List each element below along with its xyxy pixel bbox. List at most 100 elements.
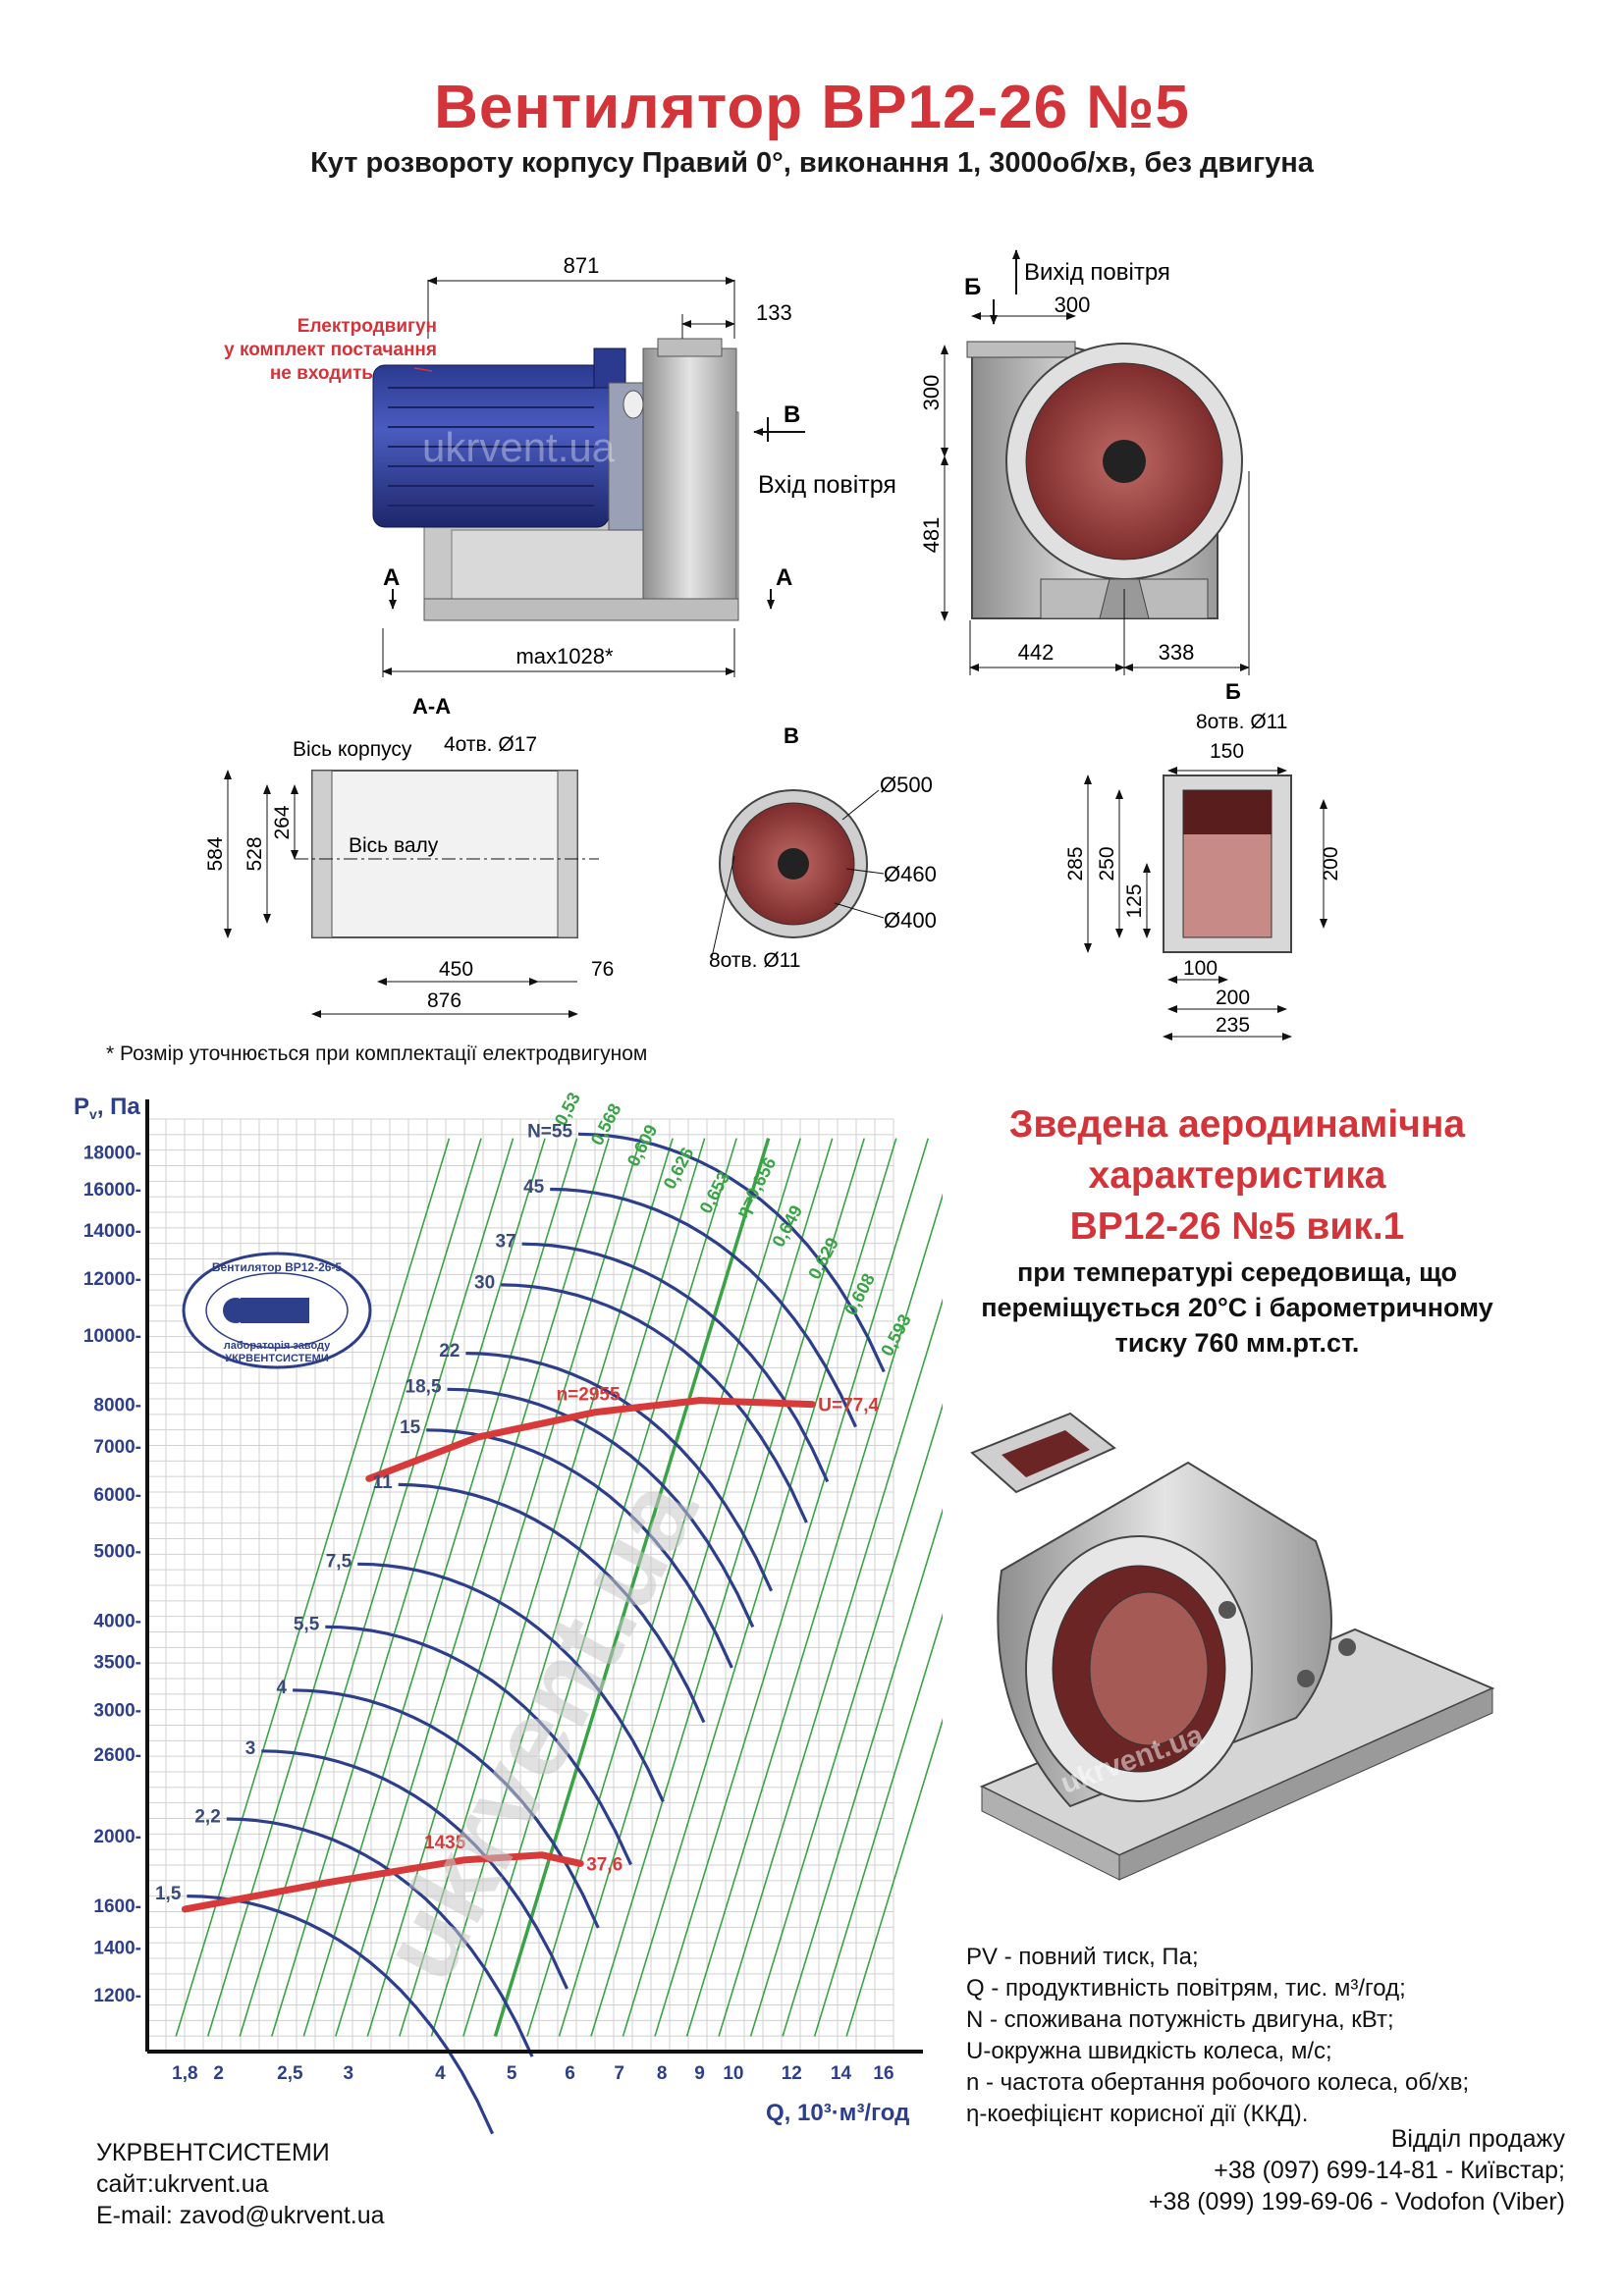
holes-v-label: 8отв. Ø11 xyxy=(709,949,800,972)
y-axis-label: Pv, Па xyxy=(74,1094,140,1122)
efficiency-label: 0,626 xyxy=(660,1144,698,1192)
speed-label-u: U=77,4 xyxy=(818,1396,879,1416)
company-name: УКРВЕНТСИСТЕМИ xyxy=(96,2139,330,2166)
efficiency-line xyxy=(718,1298,943,2037)
company-site[interactable]: сайт:ukrvent.ua xyxy=(96,2170,269,2198)
section-b: Б 8отв. Ø11 150 285 250 125 200 100 200 … xyxy=(1064,679,1342,1041)
sales-phone-2[interactable]: +38 (099) 199-69-06 - Vodofon (Viber) xyxy=(1148,2188,1565,2216)
power-label: 11 xyxy=(373,1472,394,1493)
x-tick-label: 1,8 xyxy=(172,2063,197,2084)
efficiency-line xyxy=(749,1403,943,2037)
power-curve xyxy=(550,1187,857,1428)
power-curve xyxy=(398,1482,706,1724)
y-tick-label: 18000- xyxy=(83,1143,141,1163)
aero-subtitle: при температурі середовища, що переміщує… xyxy=(913,1255,1561,1361)
power-curve xyxy=(501,1283,808,1523)
y-tick-label: 4000- xyxy=(93,1611,141,1631)
efficiency-line xyxy=(685,1193,943,2037)
sales-title: Відділ продажу xyxy=(1390,2125,1565,2153)
y-tick-label: 8000- xyxy=(93,1396,141,1416)
x-tick-label: 2 xyxy=(213,2063,224,2084)
aero-chart: 1200-1400-1600-2000-2600-3000-3500-4000-… xyxy=(74,1090,943,2135)
dim-150: 150 xyxy=(1210,740,1244,763)
axis-body-label: Вісь корпусу xyxy=(293,738,412,761)
dim-76: 76 xyxy=(591,958,614,981)
x-axis-label: Q, 10³·м³/год xyxy=(766,2100,909,2126)
aero-title: Зведена аеродинамічна характеристика ВР1… xyxy=(913,1099,1561,1253)
x-tick-label: 3 xyxy=(343,2063,353,2084)
y-tick-label: 16000- xyxy=(83,1180,141,1201)
power-curve xyxy=(577,1132,886,1373)
power-label: 1,5 xyxy=(155,1884,182,1904)
page-title: Вентилятор ВР12-26 №5 xyxy=(434,74,1190,141)
motor-note-3: не входить xyxy=(270,363,373,384)
dim-528: 528 xyxy=(244,836,266,871)
power-curve xyxy=(357,1562,665,1803)
section-v: В Ø500 Ø460 Ø400 8отв. Ø11 xyxy=(709,723,937,972)
efficiency-line xyxy=(430,1138,706,2037)
y-tick-label: 1200- xyxy=(93,1986,141,2006)
dim-100: 100 xyxy=(1183,957,1218,980)
dim-442: 442 xyxy=(1018,640,1055,665)
section-b-marker: Б xyxy=(964,274,981,300)
dim-133: 133 xyxy=(756,300,792,325)
chart-axes xyxy=(145,1099,923,2054)
sales-phone-1[interactable]: +38 (097) 699-14-81 - Київстар; xyxy=(1214,2157,1565,2184)
legend-nn: n - частота обертання робочого колеса, о… xyxy=(966,2069,1470,2096)
legend-q: Q - продуктивність повітрям, тис. м³/год… xyxy=(966,1975,1406,2002)
axis-shaft-label: Вісь валу xyxy=(349,834,439,857)
power-label: 7,5 xyxy=(326,1552,352,1573)
dim-264: 264 xyxy=(271,805,294,839)
power-curve xyxy=(521,1242,830,1483)
speed-curve xyxy=(181,1851,584,1913)
speed-label-n: n=2955 xyxy=(557,1385,621,1406)
dim-584: 584 xyxy=(204,836,227,871)
holes-b-label: 8отв. Ø11 xyxy=(1196,711,1287,733)
efficiency-label: 0,629 xyxy=(804,1234,842,1282)
aero-sub-2: переміщується 20°С і барометричному xyxy=(981,1293,1493,1322)
x-tick-label: 12 xyxy=(782,2063,802,2084)
efficiency-line xyxy=(206,1138,482,2037)
section-aa-title: А-А xyxy=(412,694,451,719)
dim-bottom-481: 481 xyxy=(919,517,944,554)
footnote: * Розмір уточнюється при комплектації ел… xyxy=(106,1042,648,1065)
x-tick-label: 9 xyxy=(694,2063,705,2084)
x-tick-label: 8 xyxy=(657,2063,668,2084)
company-email[interactable]: E-mail: zavod@ukrvent.ua xyxy=(96,2202,385,2229)
motor-note-1: Електродвигун xyxy=(298,316,437,337)
section-a-right: А xyxy=(776,564,792,591)
x-tick-label: 5 xyxy=(507,2063,517,2084)
power-label: 4 xyxy=(277,1678,288,1698)
aero-title-2: характеристика xyxy=(1088,1154,1386,1197)
power-label: 2,2 xyxy=(194,1806,220,1827)
dim-top-300: 300 xyxy=(919,375,944,411)
power-curve xyxy=(447,1387,755,1629)
y-tick-label: 5000- xyxy=(93,1542,141,1563)
dim-200h: 200 xyxy=(1216,987,1250,1009)
power-curve xyxy=(226,1817,534,2057)
side-view: 871 133 max1028* Електродвигун у комплек… xyxy=(224,253,896,677)
speed-label-n: 1435 xyxy=(424,1833,466,1853)
dim-d500: Ø500 xyxy=(880,773,933,797)
efficiency-label: 0,653 xyxy=(696,1168,734,1216)
page-subtitle: Кут розвороту корпусу Правий 0°, виконан… xyxy=(310,147,1314,179)
technical-drawings: 871 133 max1028* Електродвигун у комплек… xyxy=(204,249,1342,1041)
stamp-bottom-2: УКРВЕНТСИСТЕМИ xyxy=(225,1353,329,1364)
power-curve xyxy=(465,1352,774,1592)
dim-125: 125 xyxy=(1123,883,1146,918)
fan-housing-side xyxy=(642,347,737,600)
watermark-side: ukrvent.ua xyxy=(422,424,616,470)
dim-235: 235 xyxy=(1216,1014,1250,1037)
power-label: 30 xyxy=(474,1272,495,1293)
efficiency-line xyxy=(590,1138,866,2037)
x-tick-label: 14 xyxy=(831,2063,852,2084)
company-info: УКРВЕНТСИСТЕМИ сайт:ukrvent.ua E-mail: z… xyxy=(96,2137,385,2231)
chart-legend: PV - повний тиск, Па; Q - продуктивність… xyxy=(966,1942,1469,2130)
efficiency-line xyxy=(654,1138,930,2037)
y-tick-label: 10000- xyxy=(83,1326,141,1347)
y-tick-label: 1400- xyxy=(93,1938,141,1958)
motor-note-2: у комплект постачання xyxy=(224,340,437,360)
efficiency-line xyxy=(558,1138,834,2037)
legend-eta: η-коефіцієнт корисної дії (ККД). xyxy=(966,2101,1309,2127)
